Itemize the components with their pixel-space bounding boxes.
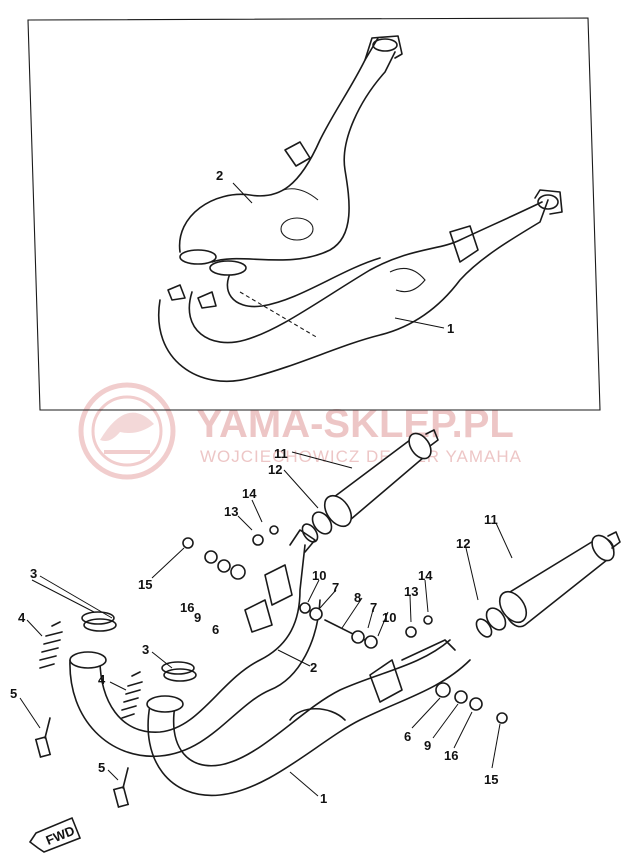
- callout-4-mid: 4: [98, 672, 106, 687]
- assembly-frame: [27, 17, 601, 411]
- callout-14-lower: 14: [418, 568, 433, 583]
- spring-parts: [39, 621, 143, 719]
- callout-16-upper: 16: [180, 600, 194, 615]
- callout-15-upper: 15: [138, 577, 152, 592]
- callout-5-mid: 5: [98, 760, 105, 775]
- callout-10-lower: 10: [382, 610, 396, 625]
- callout-13-lower: 13: [404, 584, 418, 599]
- callout-3-mid: 3: [142, 642, 149, 657]
- callout-16-lower: 16: [444, 748, 458, 763]
- leader-lines: [19, 182, 513, 797]
- callout-15-lower: 15: [484, 772, 498, 787]
- watermark: YAMA-SKLEP.PL WOJCIECHOWICZ DEALER YAMAH…: [78, 382, 522, 480]
- fwd-arrow-icon: FWD: [28, 816, 82, 853]
- callout-6-lower: 6: [404, 729, 411, 744]
- callout-7-upper: 7: [332, 580, 339, 595]
- top-pipe-1: [157, 189, 563, 383]
- callout-4-left: 4: [18, 610, 26, 625]
- watermark-title: YAMA-SKLEP.PL: [196, 402, 514, 446]
- callout-2-bottom: 2: [310, 660, 317, 675]
- callout-13-upper: 13: [224, 504, 238, 519]
- bottom-pipe-1: [146, 639, 471, 797]
- watermark-subtitle: WOJCIECHOWICZ DEALER YAMAHA: [200, 447, 522, 466]
- callout-11-lower: 11: [484, 512, 498, 527]
- callout-5-left: 5: [10, 686, 17, 701]
- bottom-pipe-2: [69, 529, 321, 757]
- callout-12-lower: 12: [456, 536, 470, 551]
- callout-1-top: 1: [447, 321, 454, 336]
- callout-numbers: 2 1 11 12 14 13 15 16 9 6 10 7 8 7 10 13…: [10, 168, 498, 806]
- callout-11-upper: 11: [274, 446, 288, 461]
- hardware-parts: [182, 525, 508, 724]
- callout-6-upper: 6: [212, 622, 219, 637]
- callout-10-upper: 10: [312, 568, 326, 583]
- callout-12-upper: 12: [268, 462, 282, 477]
- muffler-upper: [301, 429, 439, 543]
- top-pipe-2: [178, 35, 403, 263]
- callout-14-upper: 14: [242, 486, 257, 501]
- callout-9-lower: 9: [424, 738, 431, 753]
- callout-2-top: 2: [216, 168, 223, 183]
- callout-1-bottom: 1: [320, 791, 327, 806]
- watermark-logo: [78, 382, 176, 480]
- bolt-parts: [34, 717, 130, 808]
- callout-3-left: 3: [30, 566, 37, 581]
- callout-7-lower: 7: [370, 600, 377, 615]
- muffler-lower: [475, 531, 621, 638]
- callout-8: 8: [354, 590, 361, 605]
- callout-9-upper: 9: [194, 610, 201, 625]
- gasket-parts: [81, 611, 197, 682]
